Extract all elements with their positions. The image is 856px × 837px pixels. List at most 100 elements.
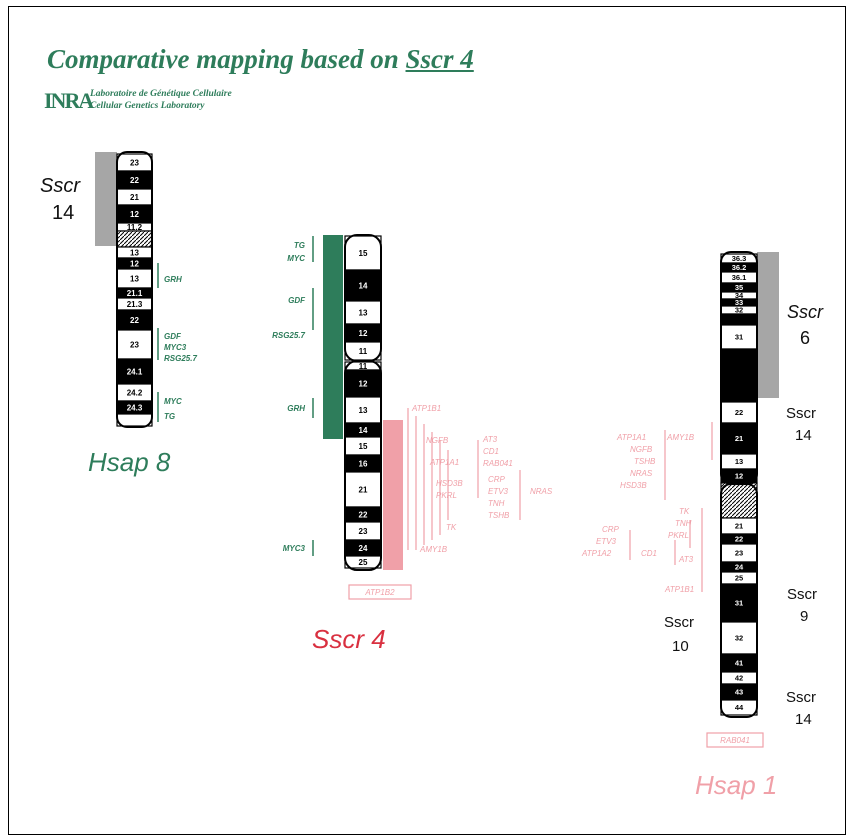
hsap8-title: Hsap 8 <box>88 447 171 477</box>
hsap1-sscr6-label: Sscr <box>787 302 824 322</box>
hsap8-band-label: 21 <box>130 193 139 202</box>
hsap1-gene-label: TSHB <box>634 457 656 466</box>
sscr4-band-label: 11 <box>359 347 368 356</box>
sscr4-band-label: 22 <box>359 510 368 519</box>
hsap1-band-label: 32 <box>735 634 743 643</box>
sscr4-band-label: 23 <box>359 527 368 536</box>
sscr4-band-label: 15 <box>359 442 368 451</box>
sscr4-pink-gene: AMY1B <box>419 545 448 554</box>
hsap1-gene-label: ATP1A1 <box>616 433 646 442</box>
hsap8-sscr14-block <box>95 152 117 246</box>
hsap1-sscr9-number: 9 <box>800 608 808 625</box>
hsap8-band-label: 23 <box>130 158 139 167</box>
hsap1-gene-label: NRAS <box>630 469 653 478</box>
hsap1-gene-label: AT3 <box>678 555 694 564</box>
sscr4-band-label: 25 <box>359 558 368 567</box>
hsap1-boxed-gene: RAB041 <box>720 736 750 745</box>
hsap1-sscr6-block <box>757 252 779 398</box>
sscr4-pink-gene: CD1 <box>483 447 499 456</box>
hsap8-band-label: 13 <box>130 274 139 283</box>
hsap1-band-label: 36.3 <box>732 254 747 263</box>
sscr4-band-label: 13 <box>359 308 368 317</box>
hsap1-sscr10-number: 10 <box>672 638 689 655</box>
hsap1-band-label: 31 <box>735 333 743 342</box>
sscr4-pink-gene: RAB041 <box>483 459 513 468</box>
hsap1-sscr9-label: Sscr <box>787 586 817 603</box>
hsap1-band-label: 25 <box>735 574 743 583</box>
hsap1-gene-label: ATP1B1 <box>664 585 694 594</box>
hsap8-band-label: 24.2 <box>127 388 143 397</box>
hsap8-gene-label: MYC3 <box>164 343 187 352</box>
hsap1-sscr6-number: 6 <box>800 328 810 348</box>
hsap1-gene-label: CD1 <box>641 549 657 558</box>
hsap8-band-label: 22 <box>130 316 139 325</box>
hsap1-gene-label: PKRL <box>668 531 689 540</box>
sscr4-hsap8-block <box>323 235 343 439</box>
sscr4-green-gene: RSG25.7 <box>272 331 305 340</box>
sscr4-band-label: 21 <box>359 485 368 494</box>
sscr4-band-label: 14 <box>359 281 368 290</box>
sscr4-pink-gene: NGFB <box>426 436 449 445</box>
sscr4-pink-gene: TK <box>446 523 457 532</box>
sscr4-green-gene: GDF <box>288 296 306 305</box>
hsap1-sscr14b-number: 14 <box>795 711 812 728</box>
sscr4-band-label: 13 <box>359 406 368 415</box>
sscr4-green-gene: MYC3 <box>283 544 306 553</box>
sscr4-pink-gene: TSHB <box>488 511 510 520</box>
hsap1-band-label: 42 <box>735 674 743 683</box>
sscr4-pink-gene: PKRL <box>436 491 457 500</box>
hsap1-gene-label: NGFB <box>630 445 653 454</box>
hsap8-band-label: 13 <box>130 248 139 257</box>
hsap8-gene-label: GRH <box>164 275 182 284</box>
hsap8-sscr-label: Sscr <box>40 175 81 197</box>
hsap8-band-label: 24.3 <box>127 403 143 412</box>
hsap1-band-label: 13 <box>735 457 743 466</box>
sscr4-pink-gene: ATP1A1 <box>429 458 459 467</box>
hsap8-gene-label: GDF <box>164 332 182 341</box>
hsap1-gene-label: TNH <box>675 519 692 528</box>
hsap1-band-label: 41 <box>735 659 743 668</box>
sscr4-green-gene: MYC <box>287 254 305 263</box>
hsap1-band <box>721 314 757 325</box>
hsap1-band-label: 23 <box>735 549 743 558</box>
sscr4-pink-gene: AT3 <box>482 435 498 444</box>
hsap1-band-label: 24 <box>735 563 744 572</box>
sscr4-band-label: 14 <box>359 426 368 435</box>
hsap8-band-label: 21.1 <box>127 289 143 298</box>
sscr4-green-gene: GRH <box>287 404 305 413</box>
hsap1-band-label: 21 <box>735 434 743 443</box>
sscr4-band-label: 16 <box>359 459 368 468</box>
hsap1-sscr14a-label: Sscr <box>786 405 816 422</box>
hsap1-band-label: 44 <box>735 703 744 712</box>
hsap8-band <box>117 231 152 247</box>
sscr4-pink-gene: ATP1B1 <box>411 404 441 413</box>
hsap8-band-label: 24.1 <box>127 367 143 376</box>
hsap1-sscr14a-number: 14 <box>795 427 812 444</box>
hsap1-band-label: 43 <box>735 688 743 697</box>
hsap8-band-label: 12 <box>130 210 139 219</box>
hsap1-gene-label: CRP <box>602 525 620 534</box>
hsap1-band-label: 36.2 <box>732 263 747 272</box>
hsap1-title: Hsap 1 <box>695 770 777 800</box>
hsap8-band-label: 22 <box>130 176 139 185</box>
hsap1-gene-label: AMY1B <box>666 433 695 442</box>
sscr4-band-label: 24 <box>359 544 368 553</box>
hsap8-gene-label: TG <box>164 412 175 421</box>
hsap1-band-label: 31 <box>735 599 743 608</box>
sscr4-green-gene: TG <box>294 241 305 250</box>
hsap1-band-label: 32 <box>735 306 743 315</box>
sscr4-boxed-gene: ATP1B2 <box>364 588 395 597</box>
hsap8-sscr-number: 14 <box>52 202 74 224</box>
sscr4-pink-gene: NRAS <box>530 487 553 496</box>
hsap1-gene-label: TK <box>679 507 690 516</box>
sscr4-pink-gene: CRP <box>488 475 506 484</box>
hsap8-band <box>117 414 152 426</box>
hsap1-gene-label: ATP1A2 <box>581 549 612 558</box>
hsap1-band <box>721 349 757 402</box>
hsap1-sscr14b-label: Sscr <box>786 689 816 706</box>
sscr4-hsap1-block <box>383 420 403 570</box>
sscr4-pink-gene: TNH <box>488 499 505 508</box>
sscr4-pink-gene: HSD3B <box>436 479 463 488</box>
sscr4-pink-gene: ETV3 <box>488 487 509 496</box>
